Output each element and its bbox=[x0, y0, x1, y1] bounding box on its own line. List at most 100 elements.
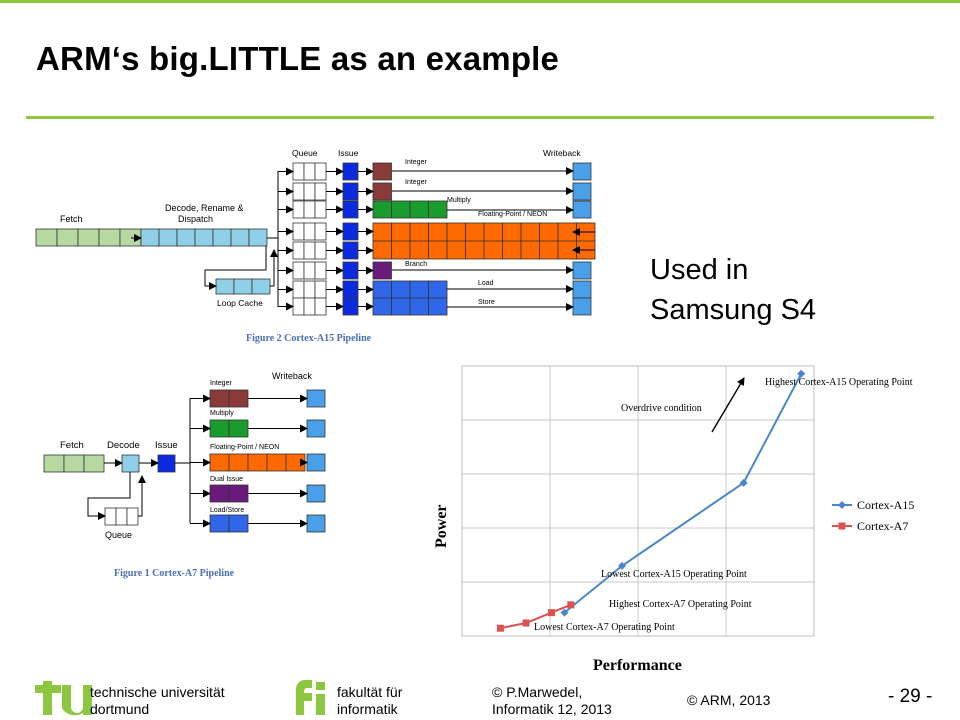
a15-loop-cache-cell bbox=[233, 278, 253, 295]
chart-annotations: Highest Cortex-A15 Operating PointOverdr… bbox=[534, 377, 913, 633]
a15-fetch-cell bbox=[35, 228, 58, 247]
a15-queue-cell bbox=[292, 200, 305, 219]
legend-label: Cortex-A15 bbox=[857, 498, 914, 512]
chart-point bbox=[496, 624, 504, 632]
a15-exec-cell bbox=[391, 200, 411, 219]
chart-point bbox=[522, 619, 530, 627]
chart-annotation: Overdrive condition bbox=[621, 403, 702, 414]
a15-decode-cell bbox=[140, 228, 160, 247]
a15-decode-cell bbox=[194, 228, 214, 247]
a7-writeback-cell bbox=[306, 484, 326, 503]
a15-writeback-label: Writeback bbox=[543, 148, 581, 158]
a15-decode-cell bbox=[158, 228, 178, 247]
a15-queue-cell bbox=[314, 222, 327, 241]
a7-issue-label: Issue bbox=[155, 440, 178, 451]
a15-loop-cache-label: Loop Cache bbox=[217, 298, 263, 308]
a15-queue-cell bbox=[314, 261, 327, 280]
a15-queue-cell bbox=[292, 162, 305, 181]
a15-queue-cell bbox=[314, 241, 327, 260]
a15-queue-cell bbox=[314, 280, 327, 299]
a15-queue-cell bbox=[303, 182, 316, 201]
a7-lane-label: Dual Issue bbox=[210, 476, 243, 483]
a15-queue-cell bbox=[314, 297, 327, 316]
a15-issue-cell bbox=[342, 241, 359, 260]
a7-writeback-cell bbox=[306, 514, 326, 533]
chart-point bbox=[797, 369, 806, 378]
chart-gridlines bbox=[462, 366, 814, 636]
a7-writeback-label: Writeback bbox=[272, 371, 312, 381]
a7-lane-label: Integer bbox=[210, 380, 232, 387]
a15-issue-cell bbox=[342, 280, 359, 299]
a7-writeback-cell bbox=[306, 453, 326, 472]
a7-issue-cell bbox=[157, 454, 176, 473]
a7-writeback-cell bbox=[306, 389, 326, 408]
a15-queue-cell bbox=[303, 280, 316, 299]
a15-exec-cell bbox=[372, 162, 392, 181]
a7-queue-return bbox=[138, 475, 146, 517]
chart-y-axis-label: Power bbox=[433, 504, 450, 548]
a7-exec-cell bbox=[228, 514, 249, 533]
footer-university-line-1: technische universität bbox=[90, 684, 225, 700]
a15-lane-label: Floating-Point / NEON bbox=[478, 211, 547, 218]
a15-lane-label: Integer bbox=[405, 179, 427, 186]
a15-queue-cell bbox=[303, 241, 316, 260]
a15-loop-return bbox=[270, 249, 278, 287]
a15-queue-cell bbox=[303, 200, 316, 219]
a15-connectors bbox=[131, 167, 595, 311]
a15-queue-cell bbox=[303, 162, 316, 181]
a15-issue-cell bbox=[342, 200, 359, 219]
a15-exec-cell bbox=[372, 261, 392, 280]
a7-lane-label: Floating-Point / NEON bbox=[210, 444, 279, 451]
a15-decode-stage bbox=[140, 228, 268, 247]
a7-exec-cell bbox=[209, 389, 230, 408]
a7-exec-cell bbox=[285, 453, 306, 472]
a15-issue-cell bbox=[342, 182, 359, 201]
a15-queue-cell bbox=[303, 297, 316, 316]
footer-author-line-2: Informatik 12, 2013 bbox=[492, 701, 612, 717]
a15-fetch-cell bbox=[77, 228, 100, 247]
a15-exec-cell bbox=[409, 200, 429, 219]
fi-logo bbox=[296, 680, 325, 715]
a15-decode-cell bbox=[212, 228, 232, 247]
chart-series-line bbox=[563, 373, 803, 614]
a15-issue-label: Issue bbox=[338, 148, 359, 158]
a15-exec-cell bbox=[428, 200, 448, 219]
chart-point bbox=[548, 609, 556, 617]
chart-annotation: Highest Cortex-A15 Operating Point bbox=[765, 377, 913, 388]
a7-exec-cell bbox=[228, 453, 249, 472]
a15-decode-label-2: Dispatch bbox=[178, 214, 213, 224]
a7-exec-cell bbox=[266, 453, 287, 472]
a15-lane-label: Integer bbox=[405, 159, 427, 166]
a7-decode-label: Decode bbox=[107, 440, 140, 451]
chart-series bbox=[496, 369, 806, 632]
a15-writeback-cell bbox=[572, 200, 592, 219]
a15-queue-cell bbox=[303, 261, 316, 280]
a7-exec-cell bbox=[209, 419, 230, 438]
a15-lane-label: Load bbox=[478, 280, 494, 287]
legend-label: Cortex-A7 bbox=[857, 519, 908, 533]
a15-caption: Figure 2 Cortex-A15 Pipeline bbox=[246, 333, 372, 344]
footer-copyright: © ARM, 2013 bbox=[687, 692, 771, 708]
a7-queue-wire bbox=[87, 472, 131, 520]
a7-exec-cell bbox=[209, 453, 230, 472]
chart-annotation: Lowest Cortex-A7 Operating Point bbox=[534, 622, 675, 633]
a15-issue-cell bbox=[342, 261, 359, 280]
power-performance-chart: Highest Cortex-A15 Operating PointOverdr… bbox=[433, 365, 914, 674]
a7-fetch-cell bbox=[63, 454, 85, 473]
a15-issue-cell bbox=[342, 222, 359, 241]
a7-exec-cell bbox=[209, 484, 230, 503]
legend-swatch-marker bbox=[838, 522, 846, 530]
chart-annotation: Highest Cortex-A7 Operating Point bbox=[609, 599, 752, 610]
tu-logo bbox=[35, 681, 92, 716]
chart-point bbox=[567, 601, 575, 609]
a7-lane-label: Load/Store bbox=[210, 507, 244, 514]
a15-writeback-cell bbox=[572, 261, 592, 280]
a15-decode-cell bbox=[230, 228, 250, 247]
chart-x-axis-label: Performance bbox=[593, 657, 682, 674]
used-in-line-1: Used in bbox=[650, 254, 749, 286]
page-number: - 29 - bbox=[888, 686, 933, 707]
a7-connectors bbox=[87, 394, 308, 528]
overdrive-arrow bbox=[711, 377, 745, 433]
a7-queue-cell bbox=[104, 507, 117, 526]
